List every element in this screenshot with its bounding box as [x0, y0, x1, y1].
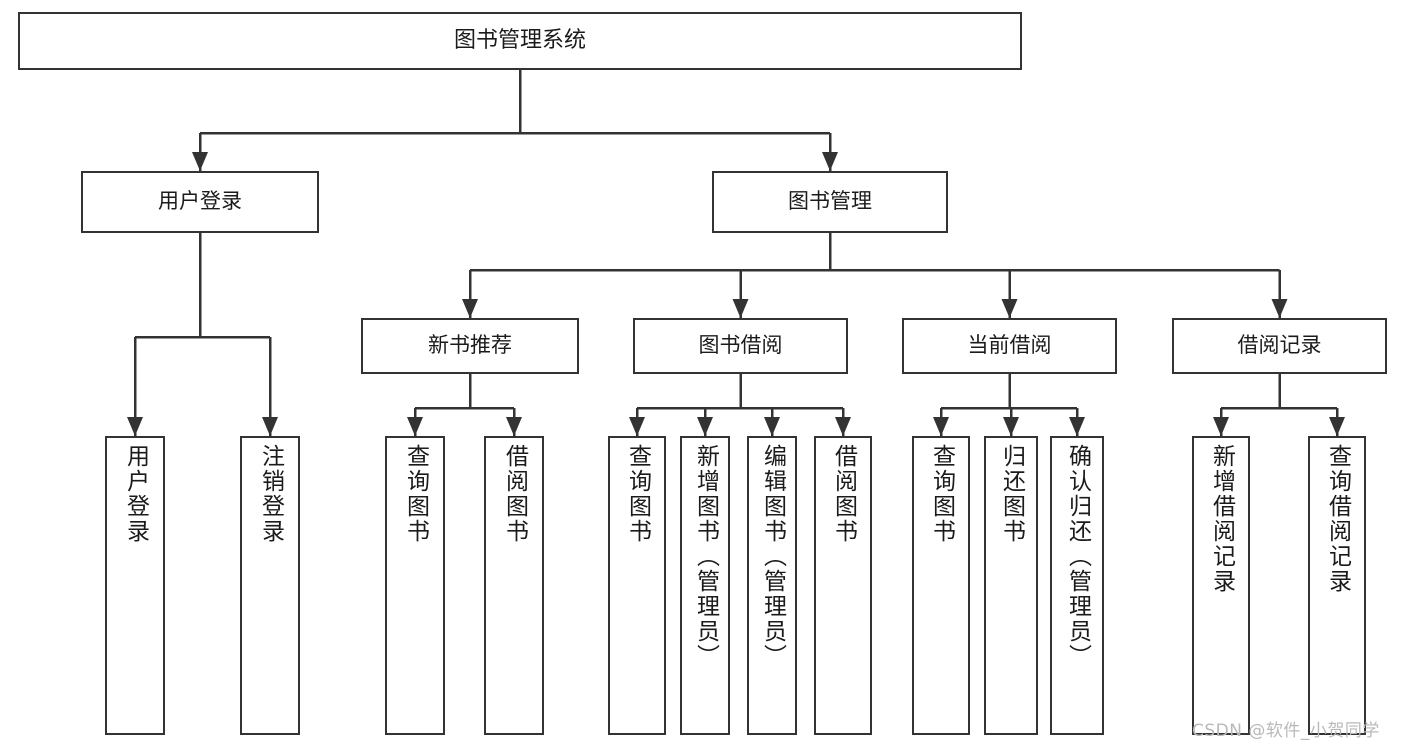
node-label: 查询图书 [928, 444, 955, 544]
watermark: CSDN @软件_小贺同学 [1192, 721, 1380, 741]
arrow-head [192, 152, 208, 171]
arrow-head [933, 417, 949, 436]
node-l8[interactable]: 借阅图书 [814, 436, 872, 735]
node-label: 图书管理系统 [453, 27, 586, 53]
node-label: 归还图书 [998, 444, 1025, 544]
node-l4[interactable]: 借阅图书 [484, 436, 544, 735]
node-l5[interactable]: 查询图书 [608, 436, 666, 735]
node-label: 用户登录 [158, 189, 242, 214]
node-label: 注销登录 [257, 444, 284, 544]
node-label: 借阅图书 [830, 444, 857, 544]
node-bookmgmt[interactable]: 图书管理 [712, 171, 948, 233]
node-records[interactable]: 借阅记录 [1172, 318, 1387, 374]
node-label: 图书借阅 [698, 333, 783, 358]
arrow-head [1271, 299, 1288, 318]
node-label: 借阅图书 [501, 444, 528, 544]
node-label: 查询图书 [624, 444, 651, 544]
node-label: 确认归还（管理员） [1064, 444, 1091, 669]
node-label: 图书管理 [788, 189, 872, 214]
arrow-head [697, 417, 713, 436]
arrow-head [835, 417, 851, 436]
arrow-head [1001, 299, 1018, 318]
node-l13[interactable]: 查询借阅记录 [1308, 436, 1366, 735]
node-l9[interactable]: 查询图书 [912, 436, 970, 735]
node-label: 查询图书 [402, 444, 429, 544]
arrow-head [629, 417, 645, 436]
node-label: 借阅记录 [1237, 333, 1322, 358]
node-label: 查询借阅记录 [1324, 444, 1351, 594]
node-borrow[interactable]: 图书借阅 [633, 318, 848, 374]
node-l12[interactable]: 新增借阅记录 [1192, 436, 1250, 735]
arrow-head [1213, 417, 1229, 436]
node-current[interactable]: 当前借阅 [902, 318, 1117, 374]
node-login[interactable]: 用户登录 [81, 171, 319, 233]
node-l1[interactable]: 用户登录 [105, 436, 165, 735]
node-root[interactable]: 图书管理系统 [18, 12, 1022, 70]
arrow-head [732, 299, 749, 318]
node-label: 编辑图书（管理员） [759, 444, 786, 669]
node-l2[interactable]: 注销登录 [240, 436, 300, 735]
arrow-head [1329, 417, 1345, 436]
arrow-head [462, 299, 478, 318]
node-newbook[interactable]: 新书推荐 [361, 318, 579, 374]
node-l3[interactable]: 查询图书 [385, 436, 445, 735]
node-label: 当前借阅 [967, 333, 1052, 358]
node-l11[interactable]: 确认归还（管理员） [1050, 436, 1104, 735]
node-l7[interactable]: 编辑图书（管理员） [747, 436, 797, 735]
arrow-head [506, 417, 522, 436]
arrow-head [1003, 417, 1019, 436]
arrow-head [764, 417, 780, 436]
arrow-head [262, 417, 278, 436]
arrow-head [1069, 417, 1085, 436]
arrow-head [127, 417, 143, 436]
node-label: 用户登录 [122, 444, 149, 544]
node-label: 新增图书（管理员） [692, 444, 719, 669]
node-l6[interactable]: 新增图书（管理员） [680, 436, 730, 735]
node-label: 新增借阅记录 [1208, 444, 1235, 594]
node-label: 新书推荐 [428, 333, 512, 358]
node-l10[interactable]: 归还图书 [984, 436, 1038, 735]
arrow-head [822, 152, 838, 171]
arrow-head [407, 417, 423, 436]
